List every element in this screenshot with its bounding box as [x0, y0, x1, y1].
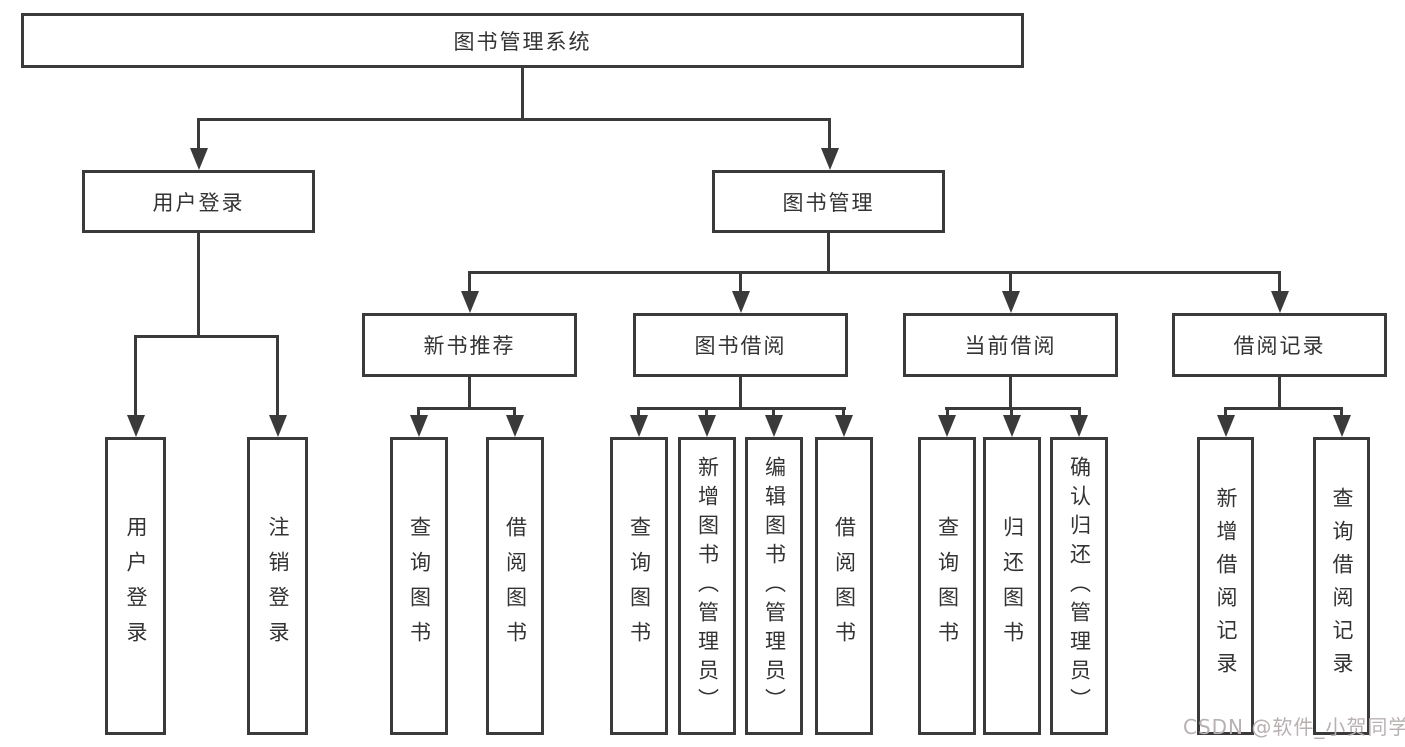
line	[1224, 407, 1227, 417]
arrow-down-icon	[506, 415, 524, 437]
line	[946, 407, 949, 417]
node-label: 借阅图书	[503, 516, 528, 656]
arrow-down-icon	[190, 148, 208, 170]
arrow-down-icon	[835, 415, 853, 437]
line	[417, 407, 420, 417]
line	[1224, 407, 1343, 410]
leaf-edit-books-admin: 编辑图书（管理员）	[745, 437, 803, 735]
node-user-login: 用户登录	[82, 170, 315, 233]
line	[842, 407, 845, 417]
line	[772, 407, 775, 417]
leaf-borrow-books-recommend: 借阅图书	[486, 437, 544, 735]
arrow-down-icon	[410, 415, 428, 437]
line	[1278, 271, 1281, 293]
node-book-management: 图书管理	[712, 170, 945, 233]
node-label: 查询图书	[407, 516, 432, 656]
node-borrowing-records: 借阅记录	[1172, 313, 1387, 377]
leaf-add-books-admin: 新增图书（管理员）	[678, 437, 736, 735]
node-current-borrowing: 当前借阅	[903, 313, 1118, 377]
arrow-down-icon	[732, 291, 750, 313]
node-label: 图书借阅	[694, 334, 787, 358]
line	[1009, 271, 1012, 293]
arrow-down-icon	[765, 415, 783, 437]
line	[197, 118, 831, 121]
arrow-down-icon	[269, 415, 287, 437]
leaf-query-books-recommend: 查询图书	[390, 437, 448, 735]
node-label: 用户登录	[124, 516, 148, 656]
line	[134, 335, 137, 415]
node-label: 确认归还（管理员）	[1067, 455, 1092, 717]
arrow-down-icon	[698, 415, 716, 437]
arrow-down-icon	[1002, 291, 1020, 313]
line	[513, 407, 516, 417]
node-new-book-recommend: 新书推荐	[362, 313, 577, 377]
line	[468, 377, 471, 407]
arrow-down-icon	[127, 415, 145, 437]
node-label: 新增图书（管理员）	[695, 455, 720, 717]
line	[468, 271, 471, 293]
line	[827, 233, 830, 271]
line	[1278, 377, 1281, 407]
node-label: 图书管理	[782, 190, 875, 215]
node-book-borrowing: 图书借阅	[633, 313, 848, 377]
node-label: 图书管理系统	[453, 29, 592, 54]
line	[276, 335, 279, 415]
leaf-return-books: 归还图书	[983, 437, 1041, 735]
line	[739, 377, 742, 407]
node-label: 用户登录	[152, 190, 245, 215]
leaf-add-borrow-record: 新增借阅记录	[1197, 437, 1254, 735]
line	[197, 118, 200, 150]
node-label: 借阅记录	[1233, 334, 1326, 358]
line	[637, 407, 640, 417]
line	[637, 407, 846, 410]
line	[468, 271, 1281, 274]
leaf-confirm-return-admin: 确认归还（管理员）	[1050, 437, 1108, 735]
line	[417, 407, 516, 410]
leaf-query-books-borrow: 查询图书	[610, 437, 668, 735]
line	[945, 407, 1081, 410]
arrow-down-icon	[1271, 291, 1289, 313]
csdn-watermark: CSDN @软件_小贺同学	[1183, 715, 1405, 739]
arrow-down-icon	[1070, 415, 1088, 437]
leaf-query-borrow-record: 查询借阅记录	[1313, 437, 1370, 735]
node-label: 新书推荐	[423, 334, 516, 358]
node-library-system: 图书管理系统	[21, 13, 1024, 68]
leaf-borrow-books: 借阅图书	[815, 437, 873, 735]
arrow-down-icon	[1333, 415, 1351, 437]
node-label: 借阅图书	[832, 516, 857, 656]
node-label: 新增借阅记录	[1214, 487, 1238, 685]
line	[1078, 407, 1081, 417]
node-label: 查询借阅记录	[1330, 487, 1354, 685]
node-label: 查询图书	[935, 516, 960, 656]
line	[705, 407, 708, 417]
arrow-down-icon	[821, 148, 839, 170]
node-label: 归还图书	[1000, 516, 1025, 656]
leaf-user-login: 用户登录	[105, 437, 166, 735]
arrow-down-icon	[1003, 415, 1021, 437]
arrow-down-icon	[630, 415, 648, 437]
arrow-down-icon	[1217, 415, 1235, 437]
line	[739, 271, 742, 293]
line	[134, 335, 279, 338]
node-label: 当前借阅	[964, 334, 1057, 358]
line	[1340, 407, 1343, 417]
line	[828, 118, 831, 150]
node-label: 查询图书	[627, 516, 652, 656]
line	[1010, 407, 1013, 417]
arrow-down-icon	[938, 415, 956, 437]
leaf-query-books-current: 查询图书	[918, 437, 976, 735]
line	[521, 68, 524, 118]
arrow-down-icon	[461, 291, 479, 313]
node-label: 注销登录	[266, 516, 290, 656]
line	[1009, 377, 1012, 407]
line	[197, 233, 200, 335]
leaf-logout: 注销登录	[247, 437, 308, 735]
node-label: 编辑图书（管理员）	[762, 455, 787, 717]
